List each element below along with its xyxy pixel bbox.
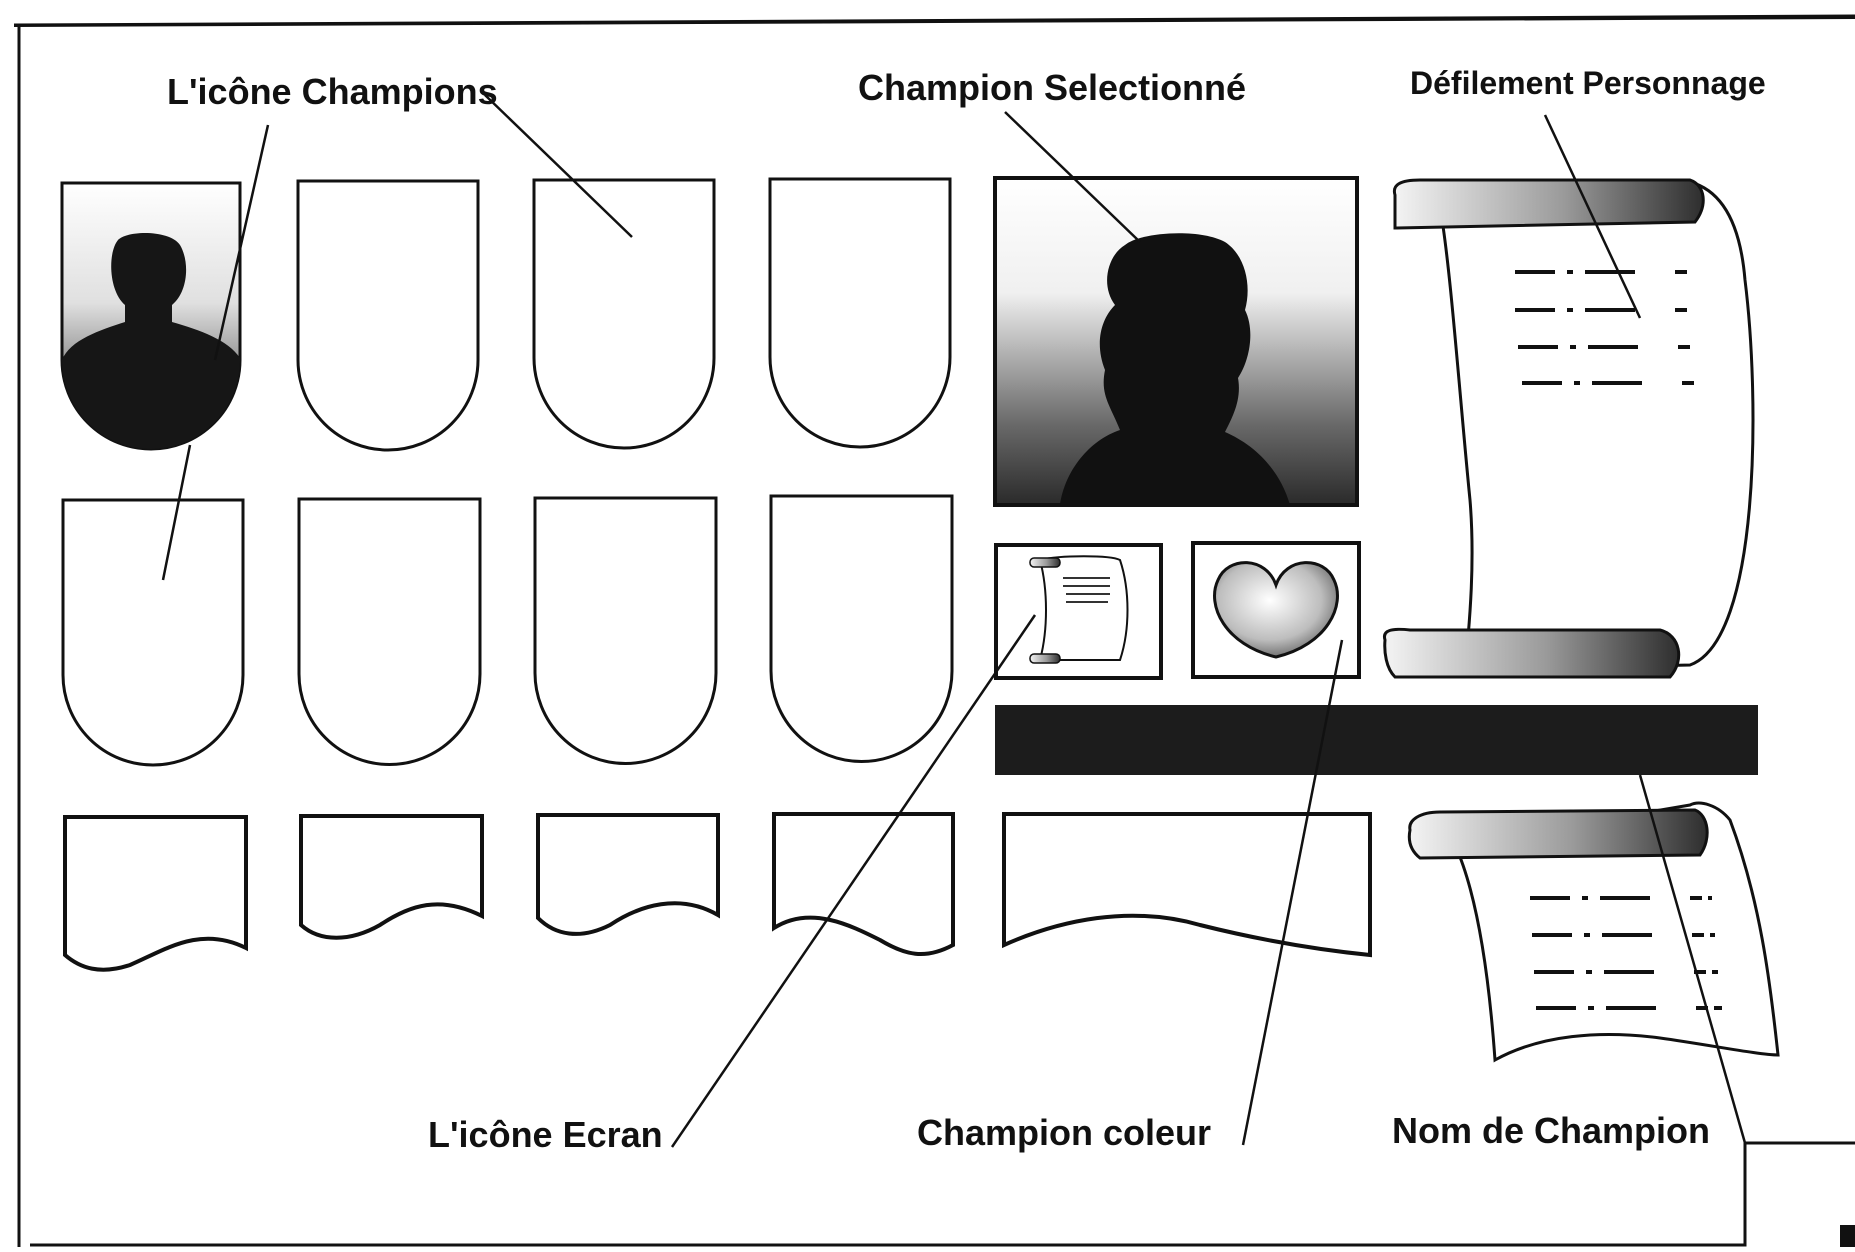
champion-name-banner[interactable] [65,817,246,970]
character-scroll-panel[interactable] [1384,180,1753,677]
label-character-scroll: Défilement Personnage [1410,65,1766,101]
champion-color-button[interactable] [1193,543,1359,677]
label-selected-champion: Champion Selectionné [858,67,1246,108]
champion-icon-selected[interactable] [62,183,240,460]
scroll-top-roller [1394,180,1703,228]
champion-icon-slot[interactable] [299,499,480,765]
champion-icon-slot[interactable] [534,180,714,448]
scroll-bottom-roller [1384,629,1678,677]
champion-icon-slot[interactable] [535,498,716,764]
label-champion-color: Champion coleur [917,1112,1211,1153]
label-champion-name: Nom de Champion [1392,1110,1710,1151]
selected-champion-banner[interactable] [1004,814,1370,955]
champion-icon-slot[interactable] [298,181,478,450]
champion-icon-slot[interactable] [63,500,243,765]
selected-champion-portrait [995,178,1357,505]
champion-name-bar [995,705,1758,775]
champion-icon-slot[interactable] [771,496,952,762]
champion-name-scroll [1409,803,1778,1060]
screen-icon-button[interactable] [996,545,1161,678]
corner-mark [1840,1225,1855,1247]
champion-name-banner[interactable] [538,815,718,934]
champion-icon-slot[interactable] [770,179,950,447]
champion-name-banner[interactable] [301,816,482,938]
label-screen-icon: L'icône Ecran [428,1114,663,1155]
label-champion-icons: L'icône Champions [167,71,498,112]
champion-name-banner[interactable] [774,814,953,954]
